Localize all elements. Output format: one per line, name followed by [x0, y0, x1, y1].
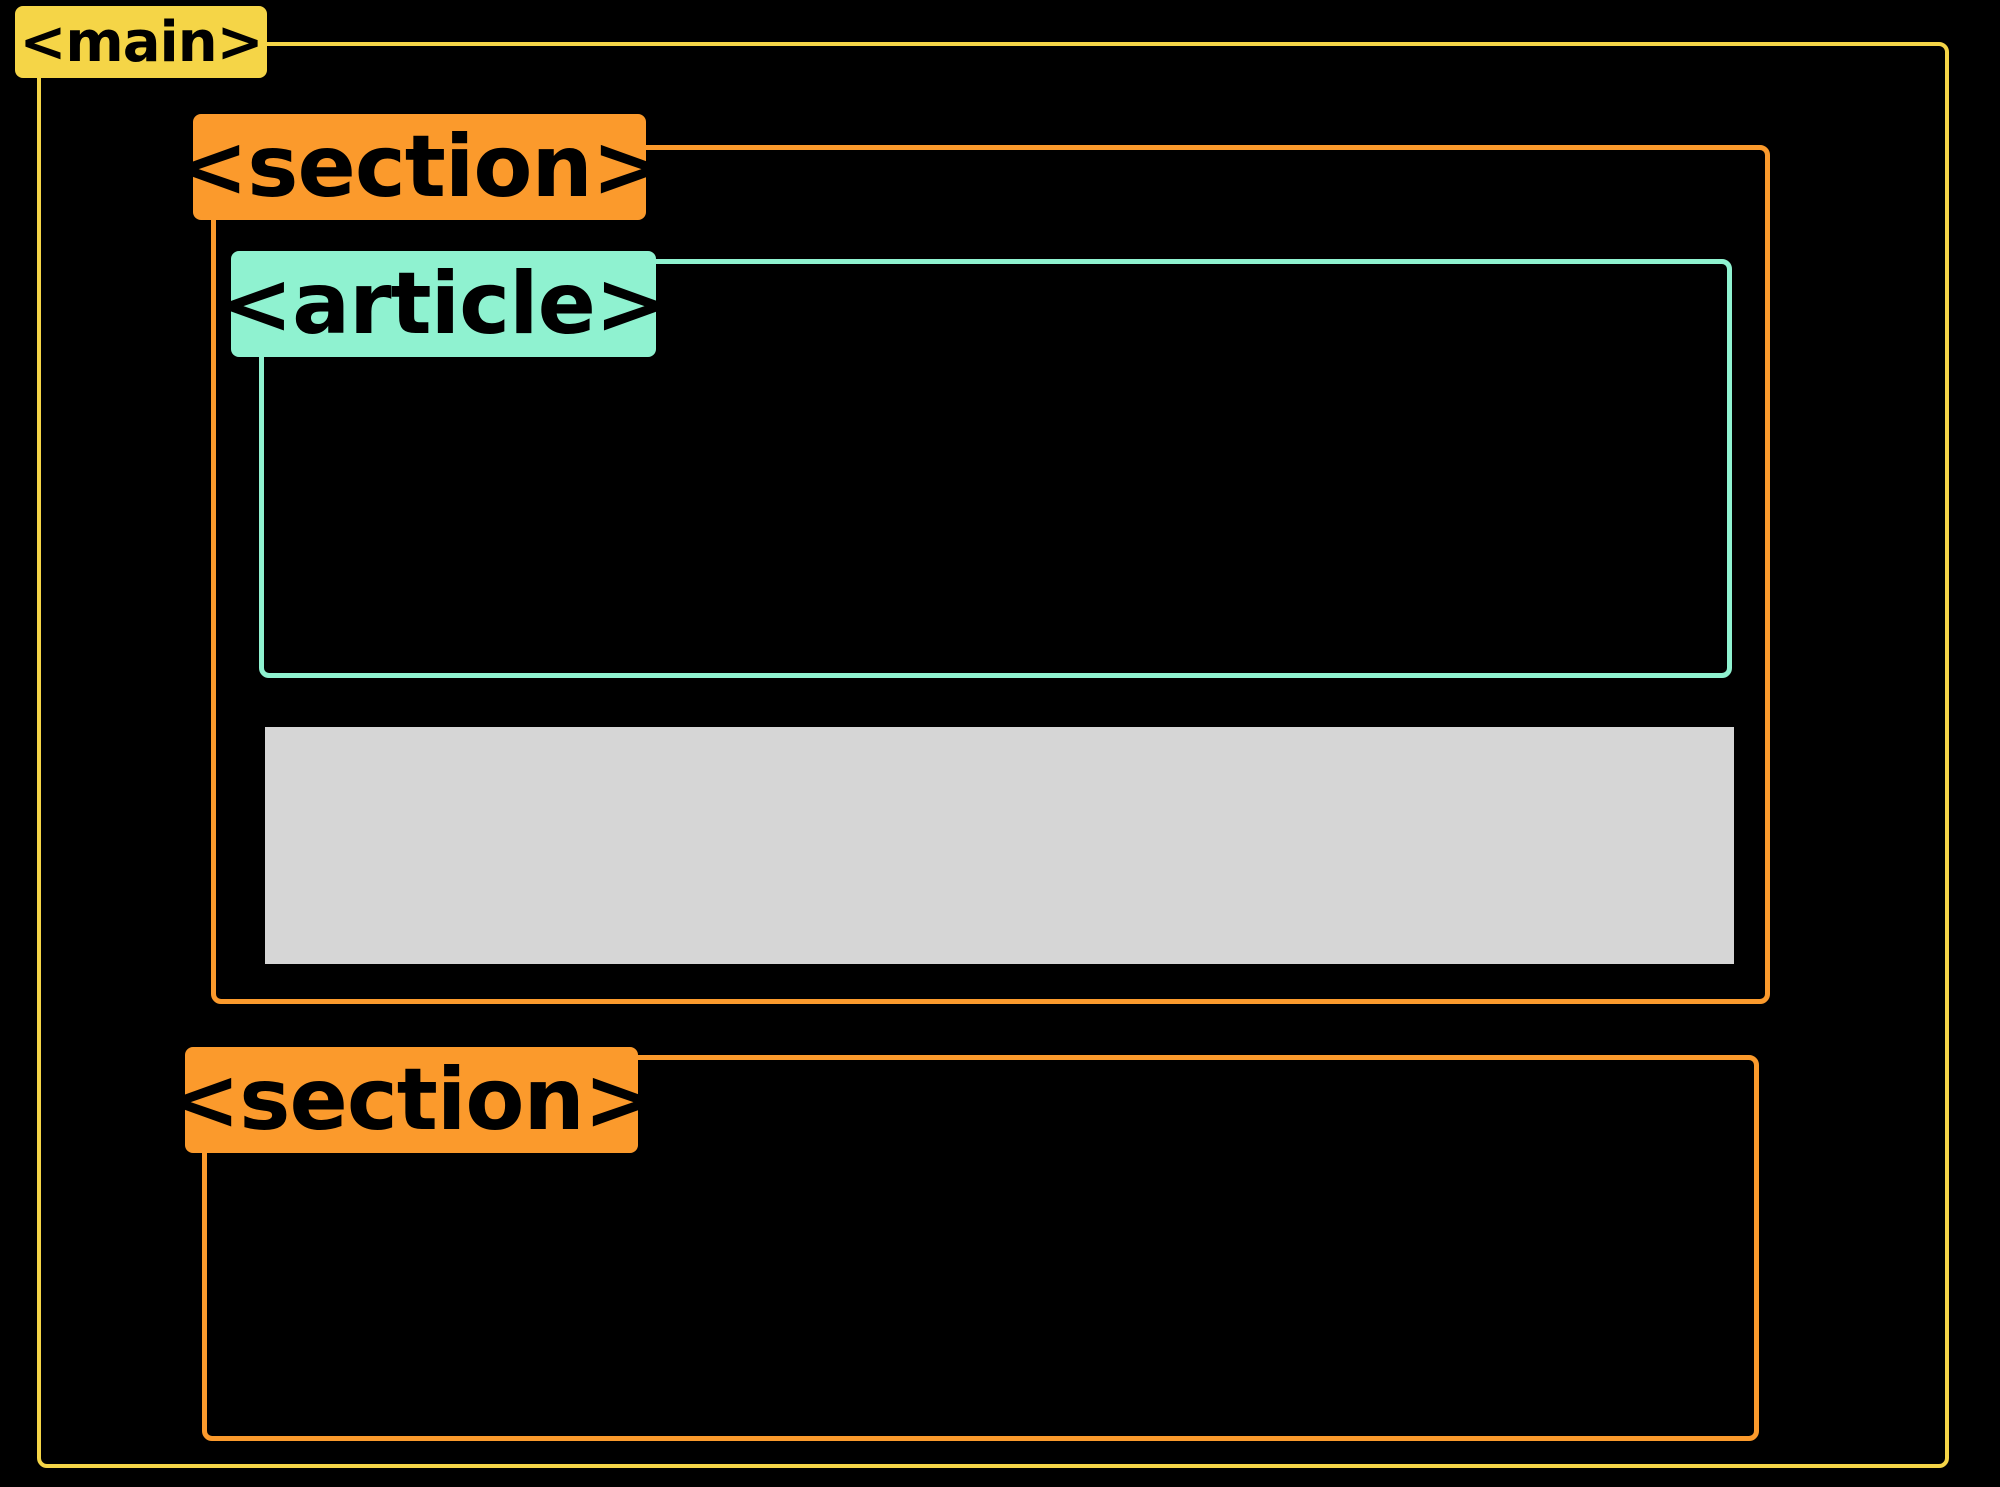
content-placeholder-block	[265, 727, 1734, 964]
section-element-label-1: <section>	[176, 114, 664, 220]
article-element-label: <article>	[221, 251, 667, 357]
section-element-box-1	[211, 145, 1770, 1004]
article-element-box	[259, 259, 1732, 678]
section-element-label-2: <section>	[168, 1047, 656, 1153]
main-element-label: <main>	[15, 6, 267, 78]
section-element-box-2	[202, 1055, 1759, 1441]
main-element-box	[37, 42, 1949, 1468]
